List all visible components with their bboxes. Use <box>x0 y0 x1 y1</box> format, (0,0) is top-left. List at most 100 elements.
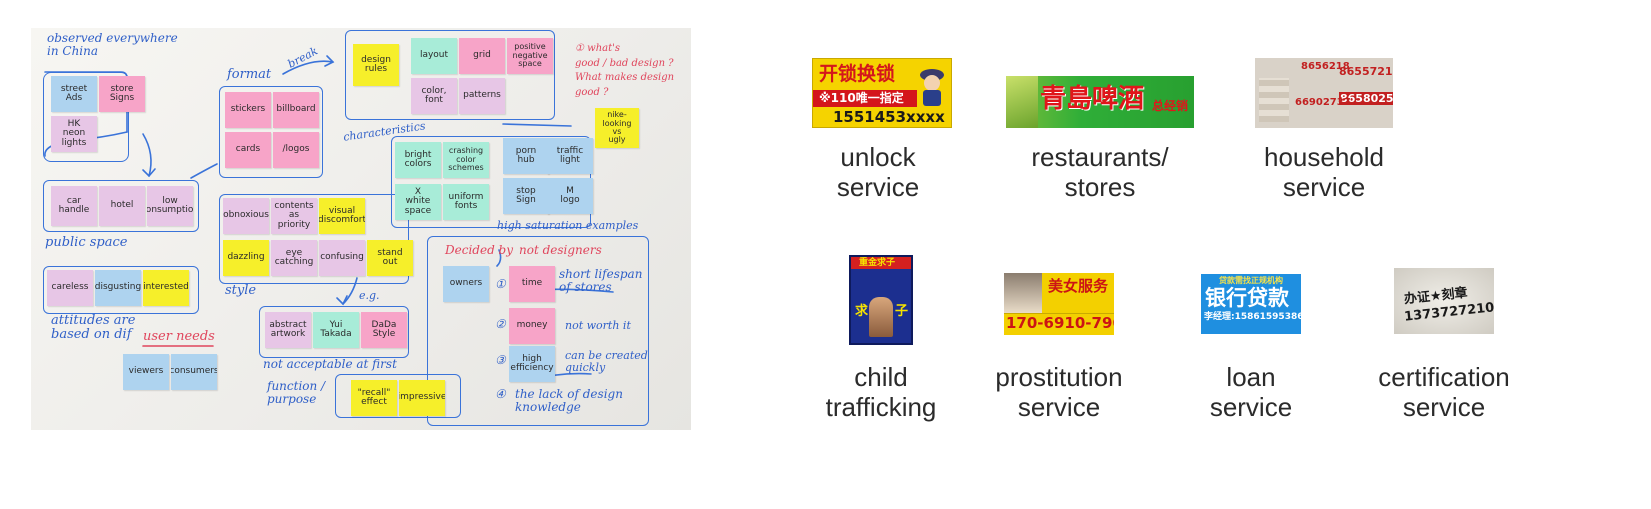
reason-not-worth: not worth it <box>565 319 631 332</box>
frame-eg <box>259 306 409 358</box>
note-color-font: color, font <box>411 78 457 114</box>
sign-prostitution-service: 美女服务 170-6910-7966 <box>1004 273 1114 335</box>
arrow-break <box>282 60 334 75</box>
caption-restaurants-stores: restaurants/ stores <box>1031 142 1169 202</box>
note-viewers: viewers <box>123 354 169 390</box>
note-stickers: stickers <box>225 92 271 128</box>
sign-loan-line3: 李经理:15861595386 <box>1204 312 1301 322</box>
heading-high-saturation: high saturation examples <box>497 219 639 232</box>
reason-lack-knowledge: the lack of design knowledge <box>515 387 623 415</box>
heading-format: format <box>227 67 272 82</box>
sign-restaurant-line2: 总经销 <box>1152 99 1189 113</box>
heading-not-designers: not designers <box>519 243 602 257</box>
heading-observed: observed everywhere in China <box>47 31 178 59</box>
sign-household-line4: 66902737 <box>1295 97 1351 108</box>
note-billboard: billboard <box>273 92 319 128</box>
arrow-to-format <box>190 163 218 179</box>
note-car-handle: car handle <box>51 186 97 226</box>
note-stop-sign: stop Sign <box>503 178 549 214</box>
note-recall-effect: "recall" effect <box>351 380 397 416</box>
board-marker-lines <box>44 55 614 381</box>
sign-prostitution-line1: 美女服务 <box>1048 277 1109 295</box>
sign-loan-line2: 银行贷款 <box>1205 286 1289 310</box>
note-money: money <box>509 308 555 344</box>
note-cards: cards <box>225 132 271 168</box>
note-visual-discomfort: visual discomfort <box>319 198 365 234</box>
sign-prostitution-photo <box>1004 273 1042 313</box>
frame-function <box>335 374 461 418</box>
frame-style <box>219 194 409 284</box>
sign-child-line1: 重金求子 <box>859 258 896 268</box>
note-eye-catching: eye catching <box>271 240 317 276</box>
note-patterns: patterns <box>459 78 505 114</box>
note-white-space: X white space <box>395 184 441 220</box>
note-grid: grid <box>459 38 505 74</box>
reason-num-1: ① <box>495 277 506 291</box>
note-owners: owners <box>443 266 489 302</box>
sign-child-line2: 求 <box>855 304 869 319</box>
heading-function-purpose: function / purpose <box>267 379 326 407</box>
reason-num-2: ② <box>495 317 506 331</box>
note-nike-looking: nike-looking vs ugly <box>595 108 639 148</box>
note-bright-colors: bright colors <box>395 142 441 178</box>
note-confusing: confusing <box>319 240 365 276</box>
note-disgusting: disgusting <box>95 270 141 306</box>
frame-format <box>219 86 323 178</box>
note-hk-neon: HK neon lights <box>51 116 97 152</box>
note-yui-takada: Yui Takada <box>313 312 359 348</box>
caption-prostitution-service: prostitution service <box>995 362 1123 422</box>
note-street-ads: street Ads <box>51 76 97 112</box>
sign-household-service: 8656218 86557210 8658025 66902737 <box>1255 58 1393 128</box>
heading-decided-by: Decided by <box>445 243 514 257</box>
sign-child-photo <box>869 297 893 337</box>
note-dada-style: DaDa Style <box>361 312 407 348</box>
sign-unlock-line2: ※110唯一指定 <box>819 91 904 105</box>
note-traffic-light: traffic light <box>547 138 593 174</box>
frame-decided <box>427 236 649 426</box>
reason-num-3: ③ <box>495 353 506 367</box>
sign-unlock-line3: 1551453xxxx <box>833 108 945 126</box>
note-careless: careless <box>47 270 93 306</box>
note-store-signs: store Signs <box>99 76 145 112</box>
sign-restaurant-leaf-art <box>1006 76 1038 128</box>
heading-eg: e.g. <box>359 289 380 302</box>
heading-not-acceptable: not acceptable at first <box>263 357 397 371</box>
sign-prostitution-line2: 170-6910-7966 <box>1006 314 1114 332</box>
police-cartoon-icon <box>917 65 947 107</box>
note-m-logo: M logo <box>547 178 593 214</box>
sign-household-paper-scraps <box>1259 78 1289 122</box>
note-consumers: consumers <box>171 354 217 390</box>
note-time: time <box>509 266 555 302</box>
heading-user-needs: user needs <box>143 329 215 344</box>
caption-certification-service: certification service <box>1378 362 1510 422</box>
sign-loan-service: 贷款需找正规机构 银行贷款 李经理:15861595386 <box>1201 274 1301 334</box>
caption-loan-service: loan service <box>1209 362 1293 422</box>
sign-restaurant-line1: 青島啤酒 <box>1040 84 1145 114</box>
whiteboard-photo: observed everywhere in China format brea… <box>31 28 691 430</box>
note-positive-negative: positive negative space <box>507 38 553 74</box>
sign-household-line2: 86557210 <box>1339 65 1393 78</box>
note-abstract-artwork: abstract artwork <box>265 312 311 348</box>
sign-certification-service: 办证★刻章 1373727210 <box>1394 268 1494 334</box>
caption-child-trafficking: child trafficking <box>825 362 937 422</box>
note-impressive: impressive <box>399 380 445 416</box>
sign-unlock-line1: 开锁换锁 <box>819 63 896 85</box>
sign-restaurants-stores: 青島啤酒 总经销 <box>1006 76 1194 128</box>
note-logos: /logos <box>273 132 319 168</box>
sign-household-line3: 8658025 <box>1339 92 1393 105</box>
frame-observed <box>43 72 129 162</box>
note-high-efficiency: high efficiency <box>509 346 555 382</box>
frame-public <box>43 266 199 314</box>
note-crashing-colors: crashing color schemes <box>443 142 489 178</box>
note-dazzling: dazzling <box>223 240 269 276</box>
sign-child-trafficking: 重金求子 求 子 <box>849 255 913 345</box>
heading-attitudes: attitudes are based on dif <box>51 313 136 343</box>
heading-style: style <box>225 283 257 298</box>
sign-child-header-band <box>851 257 911 269</box>
reason-quickly: can be created quickly <box>565 349 648 375</box>
note-stand-out: stand out <box>367 240 413 276</box>
note-contents-priority: contents as priority <box>271 198 317 234</box>
note-layout: layout <box>411 38 457 74</box>
heading-public-space: public space <box>45 235 128 250</box>
sign-loan-line1: 贷款需找正规机构 <box>1219 276 1283 285</box>
